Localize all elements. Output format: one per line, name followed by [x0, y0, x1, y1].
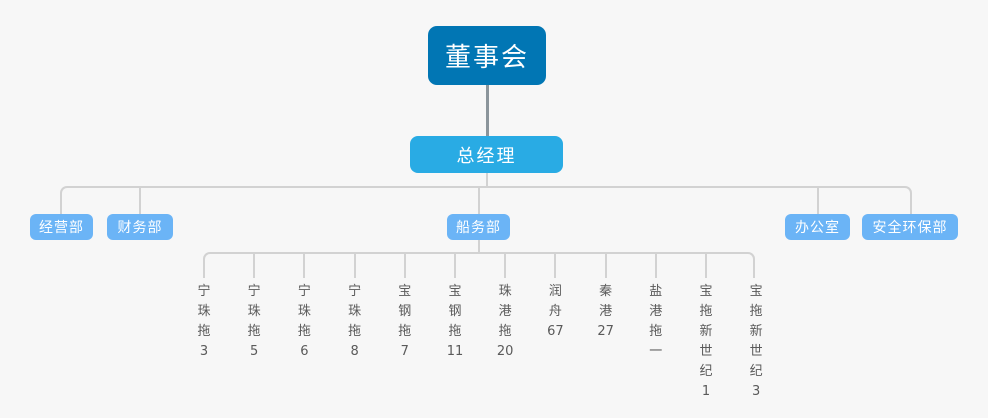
- org-node-general-manager[interactable]: 总经理: [410, 136, 563, 173]
- org-node-vessel[interactable]: 宝钢拖 7: [392, 282, 418, 362]
- vessel-label-char: 珠: [197, 304, 211, 319]
- vessel-label-char: 3: [752, 384, 761, 399]
- vessel-label-char: 润: [548, 284, 562, 299]
- org-node-board-of-directors[interactable]: 董事会: [428, 26, 546, 85]
- org-node-dept-finance[interactable]: 财务部: [107, 214, 173, 240]
- vessel-label-char: 珠: [498, 284, 512, 299]
- vessel-label-char: 宝: [448, 284, 462, 299]
- vessel-label-char: 珠: [297, 304, 311, 319]
- vessel-label-char: 世: [749, 344, 763, 359]
- vessel-label-char: 舟: [548, 304, 562, 319]
- connector-drop-vessel: [654, 252, 657, 278]
- connector-shipping-to-vessel-bus: [478, 240, 480, 253]
- vessel-label-char: 港: [649, 304, 663, 319]
- vessel-label-char: 新: [749, 324, 763, 339]
- vessel-label-char: 港: [599, 304, 613, 319]
- connector-drop-vessel: [403, 252, 406, 278]
- vessel-label-char: 20: [496, 344, 514, 359]
- org-node-vessel[interactable]: 润舟 67: [542, 282, 568, 342]
- vessel-label-char: 宁: [247, 284, 261, 299]
- vessel-label-char: 纪: [749, 364, 763, 379]
- connector-department-bus: [60, 186, 912, 214]
- vessel-label-char: 钢: [448, 304, 462, 319]
- vessel-label-char: 拖: [699, 304, 713, 319]
- vessel-label-char: 宁: [197, 284, 211, 299]
- vessel-label-char: 港: [498, 304, 512, 319]
- vessel-label-char: 27: [597, 324, 614, 339]
- connector-drop-chuanwu: [478, 186, 480, 214]
- vessel-label-char: 6: [300, 344, 309, 359]
- vessel-label-char: 拖: [348, 324, 362, 339]
- connector-gm-to-dept-bus: [486, 173, 488, 187]
- org-node-vessel[interactable]: 宝钢拖 11: [442, 282, 468, 362]
- vessel-label-char: 宝: [699, 284, 713, 299]
- vessel-label-char: 拖: [297, 324, 311, 339]
- connector-drop-vessel: [253, 252, 256, 278]
- org-node-dept-safety-environment[interactable]: 安全环保部: [862, 214, 958, 240]
- vessel-label-char: 11: [446, 344, 464, 359]
- org-node-dept-operations[interactable]: 经营部: [30, 214, 93, 240]
- vessel-label-char: 宝: [749, 284, 763, 299]
- vessel-label-char: 宝: [398, 284, 412, 299]
- vessel-label-char: 世: [699, 344, 713, 359]
- vessel-label-char: 珠: [348, 304, 362, 319]
- org-node-vessel[interactable]: 宁珠拖 3: [191, 282, 217, 362]
- vessel-label-char: 5: [250, 344, 259, 359]
- connector-drop-vessel: [303, 252, 306, 278]
- connector-drop-vessel: [604, 252, 607, 278]
- vessel-label-char: 3: [199, 344, 209, 359]
- connector-vessel-bus: [203, 252, 755, 278]
- connector-drop-vessel: [705, 252, 707, 278]
- org-node-vessel[interactable]: 秦港 27: [593, 282, 619, 342]
- connector-drop-vessel: [554, 252, 557, 278]
- vessel-label-char: 7: [400, 344, 409, 359]
- org-node-vessel[interactable]: 宁珠拖 5: [241, 282, 267, 362]
- org-node-vessel[interactable]: 宝拖新世纪 3: [743, 282, 769, 402]
- vessel-label-char: 拖: [197, 324, 211, 339]
- vessel-label-char: 新: [699, 324, 713, 339]
- vessel-label-char: 钢: [398, 304, 412, 319]
- vessel-label-char: 拖: [448, 324, 462, 339]
- org-node-vessel[interactable]: 宁珠拖 6: [291, 282, 317, 362]
- vessel-label-char: 拖: [247, 324, 261, 339]
- org-node-vessel[interactable]: 宝拖新世纪 1: [693, 282, 719, 402]
- vessel-label-char: 珠: [247, 304, 261, 319]
- vessel-label-char: 宁: [348, 284, 362, 299]
- org-node-vessel[interactable]: 珠港拖 20: [492, 282, 518, 362]
- vessel-label-char: 盐: [649, 284, 663, 299]
- vessel-label-char: 拖: [749, 304, 763, 319]
- vessel-label-char: 宁: [297, 284, 311, 299]
- vessel-label-char: 67: [547, 324, 564, 339]
- connector-drop-bangongshi: [817, 186, 819, 214]
- org-node-dept-office[interactable]: 办公室: [785, 214, 850, 240]
- org-node-vessel[interactable]: 宁珠拖 8: [342, 282, 368, 362]
- vessel-label-char: 8: [350, 344, 359, 359]
- connector-drop-vessel: [504, 252, 507, 278]
- vessel-label-char: 一: [649, 344, 663, 359]
- vessel-label-char: 拖: [649, 324, 663, 339]
- vessel-label-char: 拖: [398, 324, 412, 339]
- org-node-vessel[interactable]: 盐港拖一: [643, 282, 669, 362]
- connector-drop-vessel: [454, 252, 456, 278]
- connector-drop-vessel: [353, 252, 356, 278]
- vessel-label-char: 拖: [498, 324, 512, 339]
- org-node-dept-shipping[interactable]: 船务部: [447, 214, 510, 240]
- connector-drop-caiwu: [139, 186, 141, 214]
- connector-root-to-gm: [486, 85, 489, 136]
- vessel-label-char: 秦: [599, 284, 613, 299]
- vessel-label-char: 1: [701, 384, 711, 399]
- vessel-label-char: 纪: [699, 364, 713, 379]
